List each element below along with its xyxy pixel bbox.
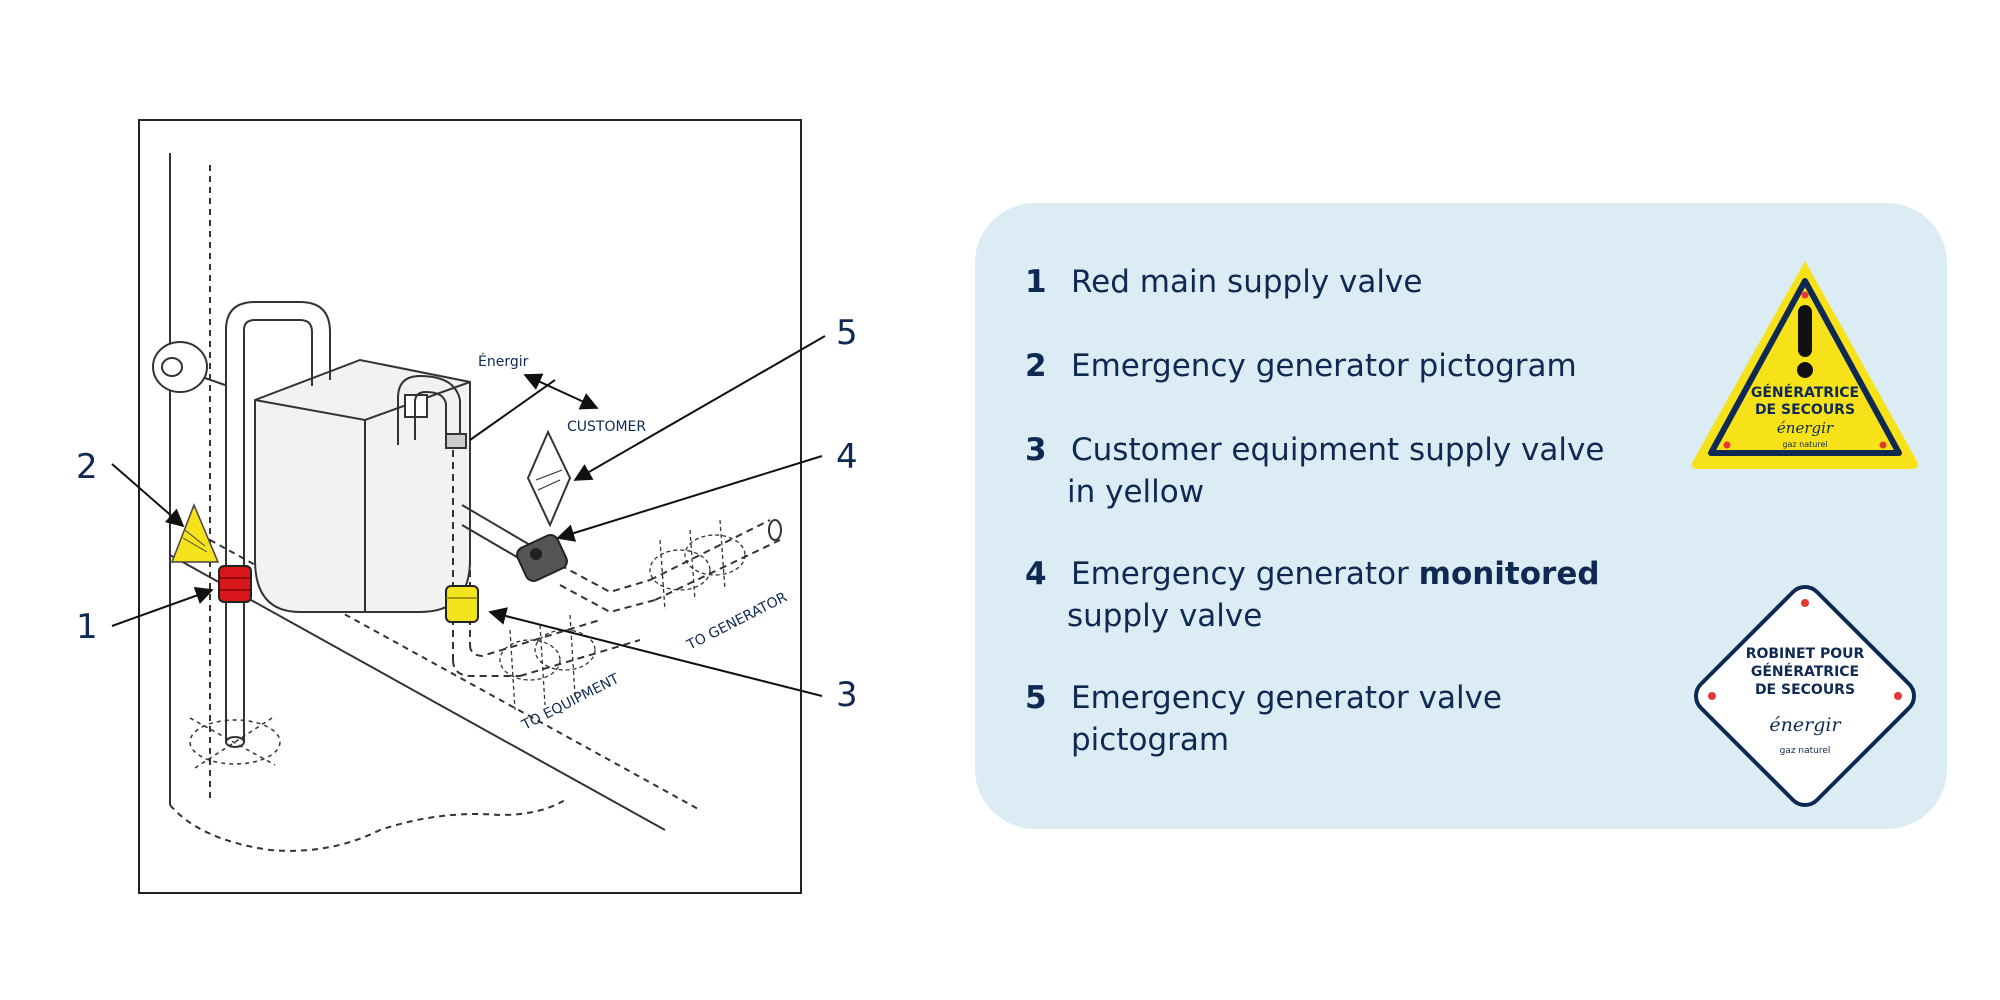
callout-3: 3 xyxy=(836,675,858,715)
ownership-divider xyxy=(469,373,599,441)
legend-text: Emergency generator xyxy=(1071,556,1419,592)
main-supply-valve xyxy=(218,565,252,603)
legend-item-1: 1 Red main supply valve xyxy=(1025,261,1665,303)
generator-warning-sign: GÉNÉRATRICE DE SECOURS énergir gaz natur… xyxy=(1691,261,1919,469)
legend-item-4: 4 Emergency generator monitored supply v… xyxy=(1025,553,1665,637)
diagram-customer-label: CUSTOMER xyxy=(567,419,646,435)
callout-5: 5 xyxy=(836,313,858,353)
regulator xyxy=(152,341,226,393)
legend-text-line2: in yellow xyxy=(1067,474,1205,510)
wall-lines xyxy=(169,153,701,852)
diagram-brand-label: Énergir xyxy=(478,353,529,370)
legend-number: 3 xyxy=(1025,432,1047,468)
legend-number: 2 xyxy=(1025,348,1047,384)
callout-1: 1 xyxy=(76,607,98,647)
exclamation-icon xyxy=(1798,305,1812,357)
callout-4: 4 xyxy=(836,437,858,477)
callout-2: 2 xyxy=(76,447,98,487)
legend-item-2: 2 Emergency generator pictogram xyxy=(1025,345,1665,387)
legend-text: Emergency generator valve pictogram xyxy=(1071,680,1503,758)
diamond-sign-line2: GÉNÉRATRICE xyxy=(1751,663,1859,680)
ground-marks xyxy=(189,717,281,769)
triangle-sign-line1: GÉNÉRATRICE xyxy=(1751,384,1859,401)
legend-text-bold: monitored xyxy=(1418,556,1600,592)
legend-text-line2: supply valve xyxy=(1067,598,1263,634)
legend-item-3: 3 Customer equipment supply valve in yel… xyxy=(1025,429,1665,513)
main-pipe xyxy=(225,301,331,748)
callout-leaders xyxy=(111,335,826,697)
legend-text: Emergency generator pictogram xyxy=(1071,348,1577,384)
legend-number: 5 xyxy=(1025,680,1047,716)
monitored-supply-valve xyxy=(516,534,568,582)
triangle-sign-line2: DE SECOURS xyxy=(1755,402,1855,418)
gas-meter xyxy=(254,358,471,613)
legend-list: 1 Red main supply valve 2 Emergency gene… xyxy=(1025,261,1665,761)
legend-number: 1 xyxy=(1025,264,1047,300)
legend-panel: 1 Red main supply valve 2 Emergency gene… xyxy=(975,203,1947,829)
diamond-sign-brand: énergir xyxy=(1769,714,1842,736)
legend-number: 4 xyxy=(1025,556,1047,592)
triangle-sign-tagline: gaz naturel xyxy=(1782,440,1827,449)
outlet-pipe xyxy=(397,374,467,449)
legend-item-5: 5 Emergency generator valve pictogram xyxy=(1025,677,1665,761)
equipment-supply-valve xyxy=(445,585,479,623)
diamond-sign-line3: DE SECOURS xyxy=(1755,682,1855,698)
diamond-sign-tagline: gaz naturel xyxy=(1780,746,1831,756)
installation-diagram: Énergir CUSTOMER TO GENERATOR TO EQUIPME… xyxy=(76,119,858,894)
legend-text: Customer equipment supply valve xyxy=(1071,432,1605,468)
triangle-sign-brand: énergir xyxy=(1777,419,1834,437)
generator-pictogram-small xyxy=(170,502,220,563)
legend-text: Red main supply valve xyxy=(1071,264,1423,300)
valve-pictogram-small xyxy=(526,429,572,528)
valve-sign: ROBINET POUR GÉNÉRATRICE DE SECOURS éner… xyxy=(1693,584,1917,808)
ground-crossings xyxy=(499,519,746,711)
generator-pipe xyxy=(461,504,782,614)
diamond-sign-line1: ROBINET POUR xyxy=(1746,646,1865,662)
